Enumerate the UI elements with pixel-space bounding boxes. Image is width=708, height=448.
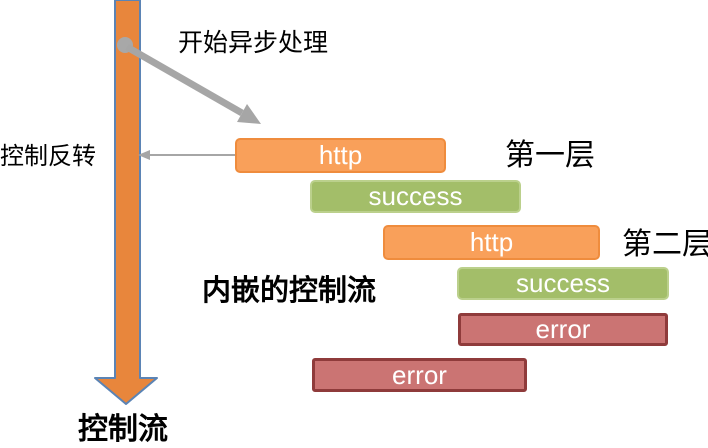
bar-http-layer1: http [235, 138, 446, 173]
bar-error-layer2: error [458, 313, 668, 346]
bar-http-layer2: http [383, 225, 600, 260]
bar-label: http [469, 227, 514, 257]
bar-label: success [516, 268, 610, 298]
bar-label: http [318, 140, 363, 170]
async-start-arrow [125, 43, 244, 117]
bar-label: error [535, 314, 591, 344]
bar-label: success [368, 181, 463, 211]
label-start-async: 开始异步处理 [178, 28, 329, 57]
label-layer1: 第一层 [505, 138, 595, 173]
label-inversion-of-control: 控制反转 [0, 142, 96, 170]
bar-success-layer2: success [457, 267, 669, 300]
label-nested-control-flow: 内嵌的控制流 [202, 273, 377, 307]
inversion-arrowhead-icon [138, 150, 150, 160]
control-flow-arrow [94, 0, 158, 405]
bar-label: error [392, 359, 447, 390]
label-layer2: 第二层 [622, 227, 708, 262]
async-start-arrowhead-icon [237, 104, 261, 124]
bar-error-layer1: error [312, 358, 527, 392]
bar-success-layer1: success [310, 180, 521, 213]
label-control-flow: 控制流 [78, 412, 168, 447]
